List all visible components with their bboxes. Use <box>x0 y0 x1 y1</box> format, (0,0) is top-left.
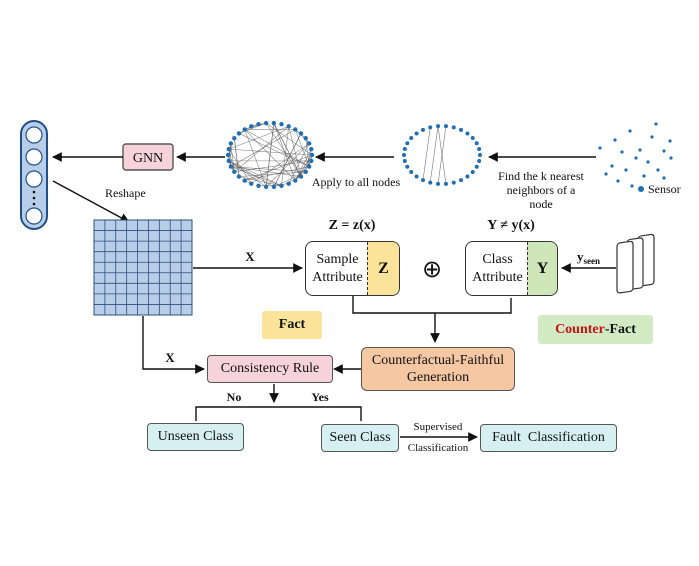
sensor-legend-dot <box>638 186 644 192</box>
consistency-rule-box: Consistency Rule <box>207 355 333 383</box>
no-label: No <box>227 390 242 404</box>
reshape-label: Reshape <box>105 186 146 200</box>
knn-label-line2: neighbors of a <box>507 183 576 197</box>
feature-matrix-grid <box>93 219 193 316</box>
x-top-label: X <box>245 249 255 264</box>
x-bottom-label: X <box>165 350 175 365</box>
arrow-reshape <box>52 180 130 223</box>
dense-graph-icon <box>225 120 315 190</box>
unseen-class-box: Unseen Class <box>147 423 244 451</box>
sensor-scatter-icon <box>598 122 673 188</box>
arrow-grid-to-consistency <box>142 316 205 374</box>
branch-line <box>195 406 362 421</box>
z-symbol-cell: Z <box>367 242 399 295</box>
oplus-symbol: ⊕ <box>422 257 442 283</box>
merge-line <box>352 296 512 314</box>
y-symbol-cell: Y <box>527 242 557 295</box>
fault-classification-box: Fault Classification <box>480 424 617 452</box>
y-inequation: Y ≠ y(x) <box>487 218 535 233</box>
knn-label-line1: Find the k nearest <box>498 169 584 183</box>
classification-label: Classification <box>408 442 469 454</box>
yes-label: Yes <box>311 390 329 404</box>
gnn-label: GNN <box>133 151 163 166</box>
supervised-label: Supervised <box>414 421 463 433</box>
z-equation: Z = z(x) <box>329 218 376 233</box>
fact-tag: Fact <box>262 311 322 339</box>
apply-all-label: Apply to all nodes <box>312 175 401 189</box>
seen-class-box: Seen Class <box>321 424 399 452</box>
sensor-legend-label: Sensor <box>648 182 681 196</box>
embedding-vector <box>20 120 48 230</box>
knn-graph-icon <box>402 124 482 186</box>
knn-label-line3: node <box>529 197 552 211</box>
seen-labels-cards-icon <box>616 233 655 294</box>
counter-fact-tag: Counter-Fact <box>538 315 653 344</box>
y-seen-label: yseen <box>577 249 600 266</box>
